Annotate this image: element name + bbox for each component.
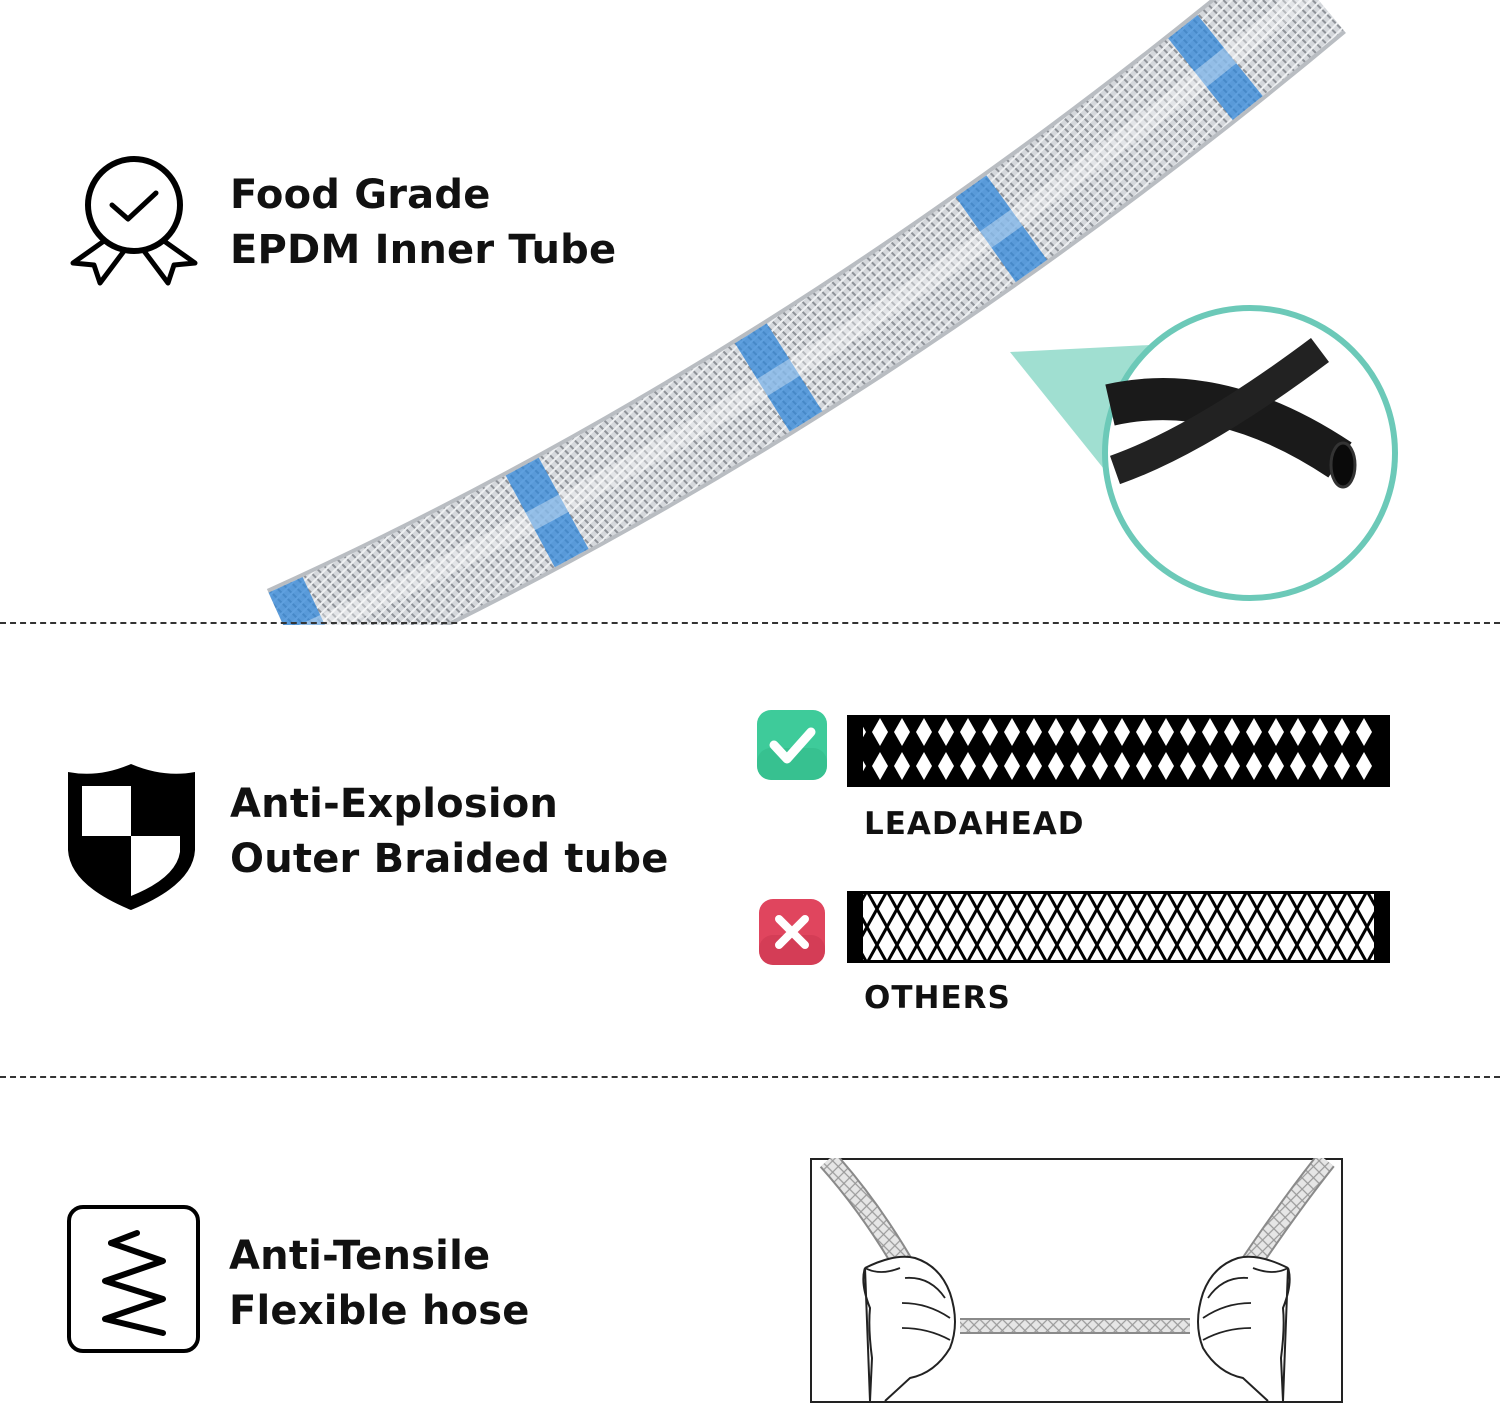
feature-title-line1: Anti-Tensile: [229, 1233, 491, 1279]
feature-title-line2: EPDM Inner Tube: [230, 227, 617, 273]
feature-title-anti-tensile: Anti-Tensile Flexible hose: [229, 1229, 530, 1339]
section-divider: [0, 1076, 1500, 1078]
shield-icon: [64, 760, 199, 912]
check-icon: [755, 708, 829, 782]
feature-title-line2: Outer Braided tube: [230, 836, 669, 882]
feature-title-anti-explosion: Anti-Explosion Outer Braided tube: [230, 777, 669, 887]
hands-pulling-hose-illustration: [810, 1158, 1343, 1403]
feature-title-line2: Flexible hose: [229, 1288, 530, 1334]
feature-title-line1: Food Grade: [230, 172, 491, 218]
spring-icon: [67, 1205, 200, 1353]
cross-icon: [757, 897, 827, 967]
leadahead-label: LEADAHEAD: [864, 806, 1085, 842]
feature-title-line1: Anti-Explosion: [230, 781, 559, 827]
others-label: OTHERS: [864, 980, 1011, 1016]
leadahead-braid-sample: [847, 715, 1390, 787]
award-badge-icon: [68, 153, 200, 288]
braided-hose-image: [266, 0, 1398, 625]
feature-title-food-grade: Food Grade EPDM Inner Tube: [230, 168, 616, 278]
others-braid-sample: [847, 891, 1390, 963]
section-divider: [0, 622, 1500, 624]
